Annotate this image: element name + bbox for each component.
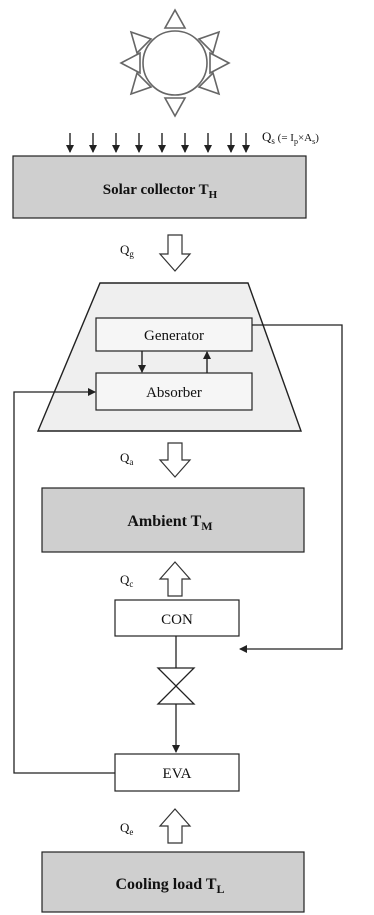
ambient-box — [41, 487, 305, 553]
qc-flow-arrow — [158, 561, 192, 597]
ambient-label: Ambient TM — [127, 513, 212, 533]
absorber-box — [95, 372, 253, 411]
generator-box — [95, 317, 253, 352]
qe-flow-arrow — [158, 808, 192, 844]
absorber-label: Absorber — [146, 385, 202, 401]
qe-label: Qe — [120, 820, 133, 837]
condenser-box — [114, 599, 240, 637]
condenser-label: CON — [161, 612, 193, 628]
evaporator-box — [114, 753, 240, 792]
cooling-load-box — [41, 851, 305, 913]
solar-radiation-arrows — [66, 133, 250, 153]
qa-flow-arrow — [158, 442, 192, 478]
qg-flow-arrow — [158, 234, 192, 272]
evaporator-to-absorber-line — [13, 388, 115, 774]
qc-label: Qc — [120, 572, 133, 589]
cooling-load-label: Cooling load TL — [115, 876, 224, 896]
generator-to-condenser-line — [239, 324, 343, 653]
solar-input-label: Qs (= Ip×As) — [262, 129, 319, 146]
expansion-valve-icon — [156, 667, 196, 705]
qg-label: Qg — [120, 242, 134, 259]
qa-label: Qa — [120, 450, 133, 467]
solar-collector-label: Solar collector TH — [103, 182, 218, 201]
sun-icon — [119, 8, 231, 118]
solar-collector-box — [12, 155, 307, 219]
generator-label: Generator — [144, 328, 204, 344]
evaporator-label: EVA — [163, 766, 192, 782]
